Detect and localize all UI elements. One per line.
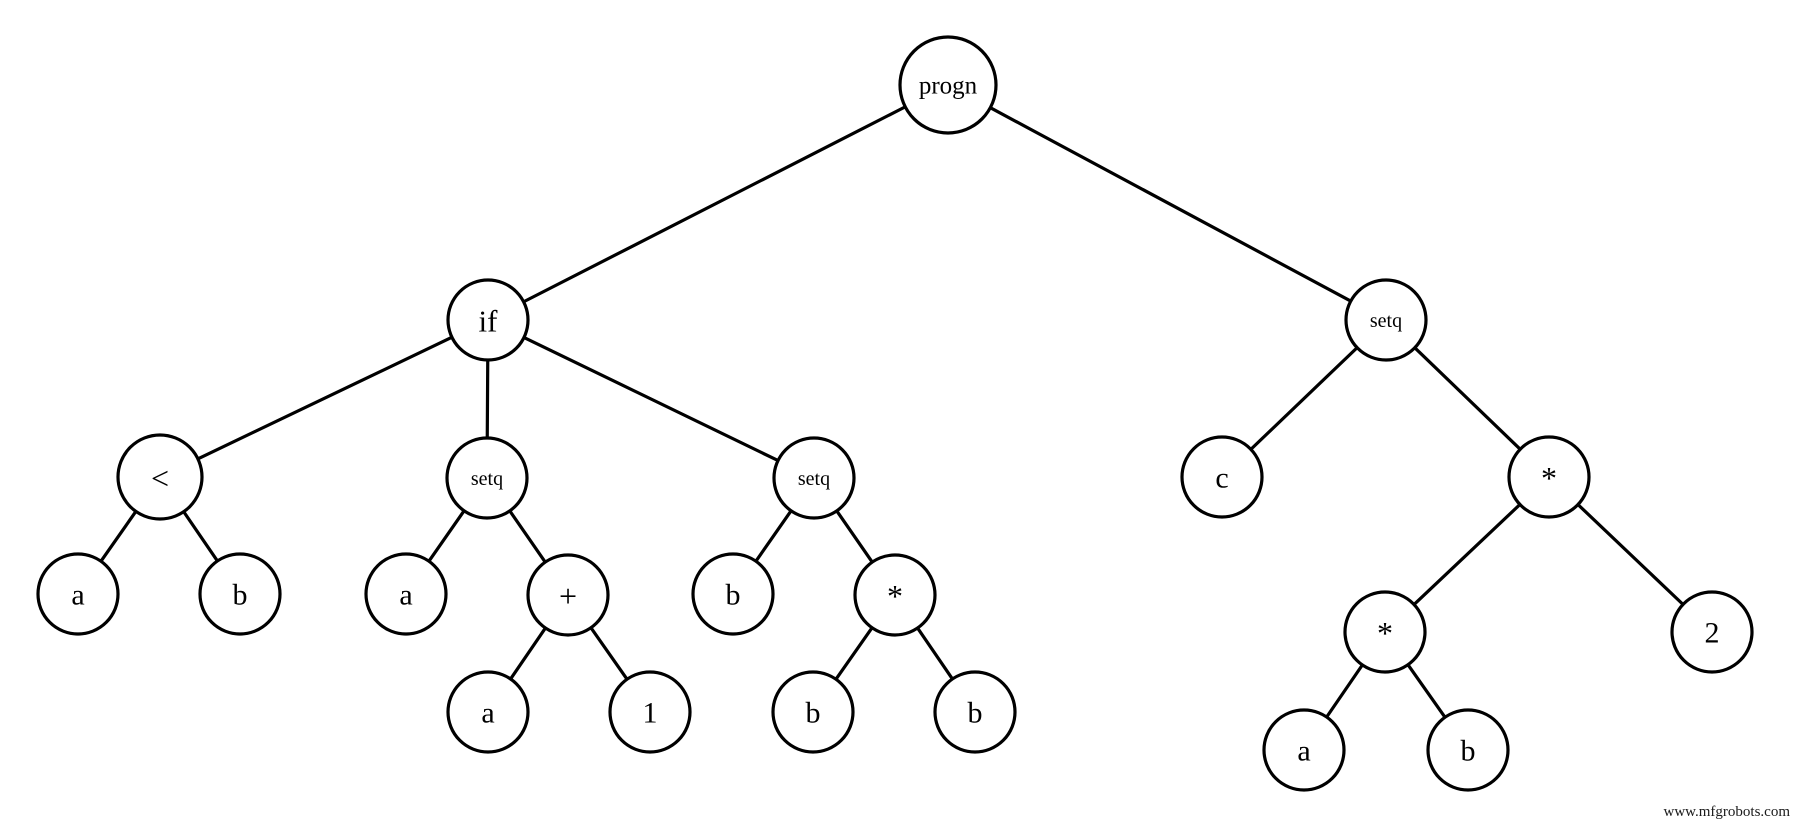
tree-edge bbox=[1324, 662, 1365, 720]
node-label: if bbox=[479, 304, 499, 339]
node-circle bbox=[1507, 435, 1591, 519]
tree-edge bbox=[1575, 502, 1686, 607]
node-label: a bbox=[1297, 735, 1310, 768]
node-label: c bbox=[1215, 462, 1228, 495]
watermark-text: www.mfgrobots.com bbox=[1663, 804, 1790, 820]
tree-node[interactable]: a bbox=[446, 670, 530, 754]
tree-edge bbox=[833, 625, 875, 682]
tree-edge bbox=[834, 508, 875, 565]
tree-node[interactable]: < bbox=[116, 433, 204, 521]
node-circle bbox=[364, 552, 448, 636]
node-circle bbox=[1344, 278, 1428, 362]
tree-edge bbox=[521, 335, 781, 463]
tree-node[interactable]: a bbox=[36, 552, 120, 636]
node-circle bbox=[772, 436, 856, 520]
node-circle bbox=[445, 436, 529, 520]
node-label: b bbox=[1461, 735, 1476, 768]
tree-node[interactable]: 1 bbox=[608, 670, 692, 754]
tree-node[interactable]: + bbox=[526, 553, 610, 637]
node-label: b bbox=[968, 697, 983, 730]
node-label: setq bbox=[798, 468, 830, 490]
nodes-layer: progn if setq < setq setq c * a b a + b * * 2 a 1 b b a b bbox=[36, 35, 1754, 792]
node-label: + bbox=[559, 578, 577, 614]
node-label: a bbox=[71, 579, 84, 612]
node-label: setq bbox=[1370, 310, 1402, 332]
tree-edge bbox=[987, 105, 1354, 304]
tree-node[interactable]: 2 bbox=[1670, 590, 1754, 674]
node-label: a bbox=[399, 579, 412, 612]
tree-node[interactable]: a bbox=[1262, 708, 1346, 792]
tree-edge bbox=[1248, 345, 1360, 452]
tree-node[interactable]: b bbox=[933, 670, 1017, 754]
node-circle bbox=[446, 670, 530, 754]
tree-node[interactable]: b bbox=[1426, 708, 1510, 792]
tree-node[interactable]: a bbox=[364, 552, 448, 636]
tree-edge bbox=[507, 508, 548, 565]
tree-node[interactable]: setq bbox=[445, 436, 529, 520]
node-circle bbox=[36, 552, 120, 636]
node-circle bbox=[116, 433, 204, 521]
node-label: 1 bbox=[643, 697, 658, 730]
tree-edge bbox=[521, 104, 908, 304]
node-label: b bbox=[806, 697, 821, 730]
node-circle bbox=[608, 670, 692, 754]
tree-node[interactable]: * bbox=[1343, 590, 1427, 674]
node-label: b bbox=[233, 579, 248, 612]
tree-edge bbox=[588, 625, 630, 682]
tree-edge bbox=[181, 509, 220, 564]
tree-node[interactable]: setq bbox=[772, 436, 856, 520]
node-label: * bbox=[1541, 460, 1557, 496]
node-circle bbox=[933, 670, 1017, 754]
node-label: setq bbox=[471, 468, 503, 490]
tree-edge bbox=[1411, 502, 1523, 607]
tree-edge bbox=[1405, 662, 1448, 720]
tree-edge bbox=[1412, 345, 1523, 452]
tree-node[interactable]: setq bbox=[1344, 278, 1428, 362]
tree-node[interactable]: b bbox=[198, 552, 282, 636]
node-label: progn bbox=[919, 73, 978, 100]
node-circle bbox=[1262, 708, 1346, 792]
tree-edge bbox=[485, 357, 490, 441]
tree-edge bbox=[98, 508, 139, 564]
tree-node[interactable]: b bbox=[691, 552, 775, 636]
tree-node[interactable]: c bbox=[1180, 435, 1264, 519]
tree-edge bbox=[195, 335, 455, 461]
node-circle bbox=[771, 670, 855, 754]
tree-edge bbox=[753, 508, 794, 564]
node-circle bbox=[1343, 590, 1427, 674]
node-circle bbox=[198, 552, 282, 636]
node-circle bbox=[691, 552, 775, 636]
edges-layer bbox=[98, 104, 1686, 720]
tree-edge bbox=[915, 625, 955, 682]
node-circle bbox=[1670, 590, 1754, 674]
tree-node[interactable]: b bbox=[771, 670, 855, 754]
node-label: * bbox=[1377, 615, 1393, 651]
tree-node[interactable]: progn bbox=[898, 35, 998, 135]
tree-node[interactable]: if bbox=[446, 278, 530, 362]
tree-edge bbox=[426, 508, 467, 564]
node-label: a bbox=[481, 697, 494, 730]
node-circle bbox=[526, 553, 610, 637]
tree-edge bbox=[508, 625, 548, 682]
node-circle bbox=[1180, 435, 1264, 519]
node-label: b bbox=[726, 579, 741, 612]
node-circle bbox=[898, 35, 998, 135]
node-circle bbox=[853, 553, 937, 637]
node-label: < bbox=[151, 460, 169, 496]
tree-node[interactable]: * bbox=[1507, 435, 1591, 519]
node-label: 2 bbox=[1705, 617, 1720, 650]
node-label: * bbox=[887, 578, 903, 614]
tree-node[interactable]: * bbox=[853, 553, 937, 637]
node-circle bbox=[1426, 708, 1510, 792]
node-circle bbox=[446, 278, 530, 362]
